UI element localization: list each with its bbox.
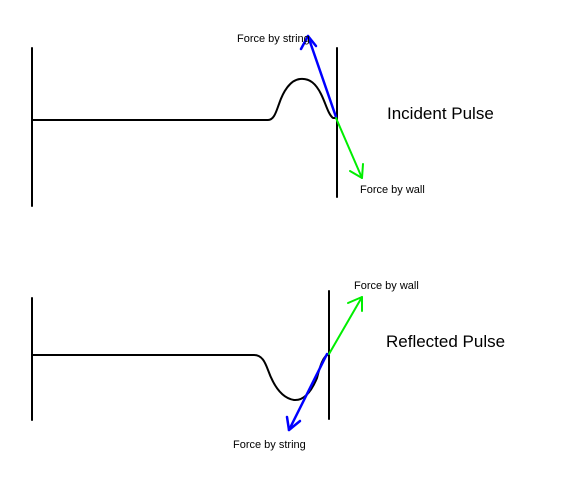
reflected-panel: Force by wall Force by string Reflected … — [31, 280, 505, 451]
reflected-string-force-arrow — [285, 352, 329, 432]
incident-string-force-shaft — [306, 34, 338, 119]
reflected-wall-force-shaft — [328, 296, 363, 355]
reflected-wall-force-arrow — [328, 296, 363, 355]
incident-wall-force-arrow — [335, 117, 364, 179]
incident-panel: Force by string Force by wall Incident P… — [31, 33, 494, 207]
incident-string-force-arrow — [299, 34, 338, 119]
incident-string-force-head — [299, 34, 318, 51]
incident-wall-force-head — [349, 163, 364, 179]
reflected-force-by-string-label: Force by string — [233, 439, 306, 451]
reflected-string-force-shaft — [287, 352, 329, 432]
incident-force-by-wall-label: Force by wall — [360, 184, 425, 196]
reflected-wall-force-head — [347, 296, 363, 312]
reflected-force-by-wall-label: Force by wall — [354, 280, 419, 292]
reflected-pulse-title: Reflected Pulse — [386, 332, 505, 351]
incident-force-by-string-label: Force by string — [237, 33, 310, 45]
incident-pulse-title: Incident Pulse — [387, 104, 494, 123]
incident-wall-force-shaft — [335, 117, 363, 179]
reflected-string — [31, 353, 330, 402]
incident-string — [31, 77, 338, 121]
reflected-string-force-head — [285, 415, 302, 432]
